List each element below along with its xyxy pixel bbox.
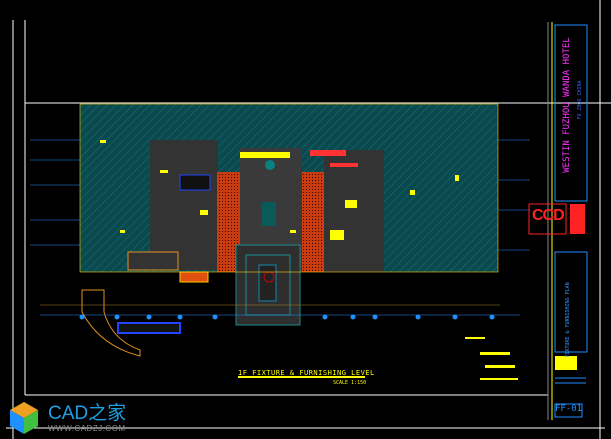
grid-axes: [30, 139, 530, 320]
sheet-number: FF-01: [555, 404, 583, 414]
cadzj-logo-icon: [10, 402, 38, 434]
drawing-scale: SCALE 1:150: [333, 380, 367, 386]
project-location: FU ZHOU CHINA: [577, 80, 583, 120]
notes-block: [465, 337, 518, 380]
watermark-url: WWW.CADZJ.COM: [48, 424, 126, 433]
drawing-frame: [6, 0, 611, 439]
project-name: WESTIN FUZHOU WANDA HOTEL: [562, 37, 572, 173]
watermark-brand: CAD之家: [48, 403, 127, 424]
sheet-title: FIXTURE & FURNISHING PLAN: [565, 282, 571, 358]
firm-logo: CCD: [532, 207, 565, 224]
floor-plan: [79, 103, 499, 357]
title-block: [528, 24, 588, 418]
drawing-title: 1F FIXTURE & FURNISHING LEVEL: [238, 369, 375, 377]
